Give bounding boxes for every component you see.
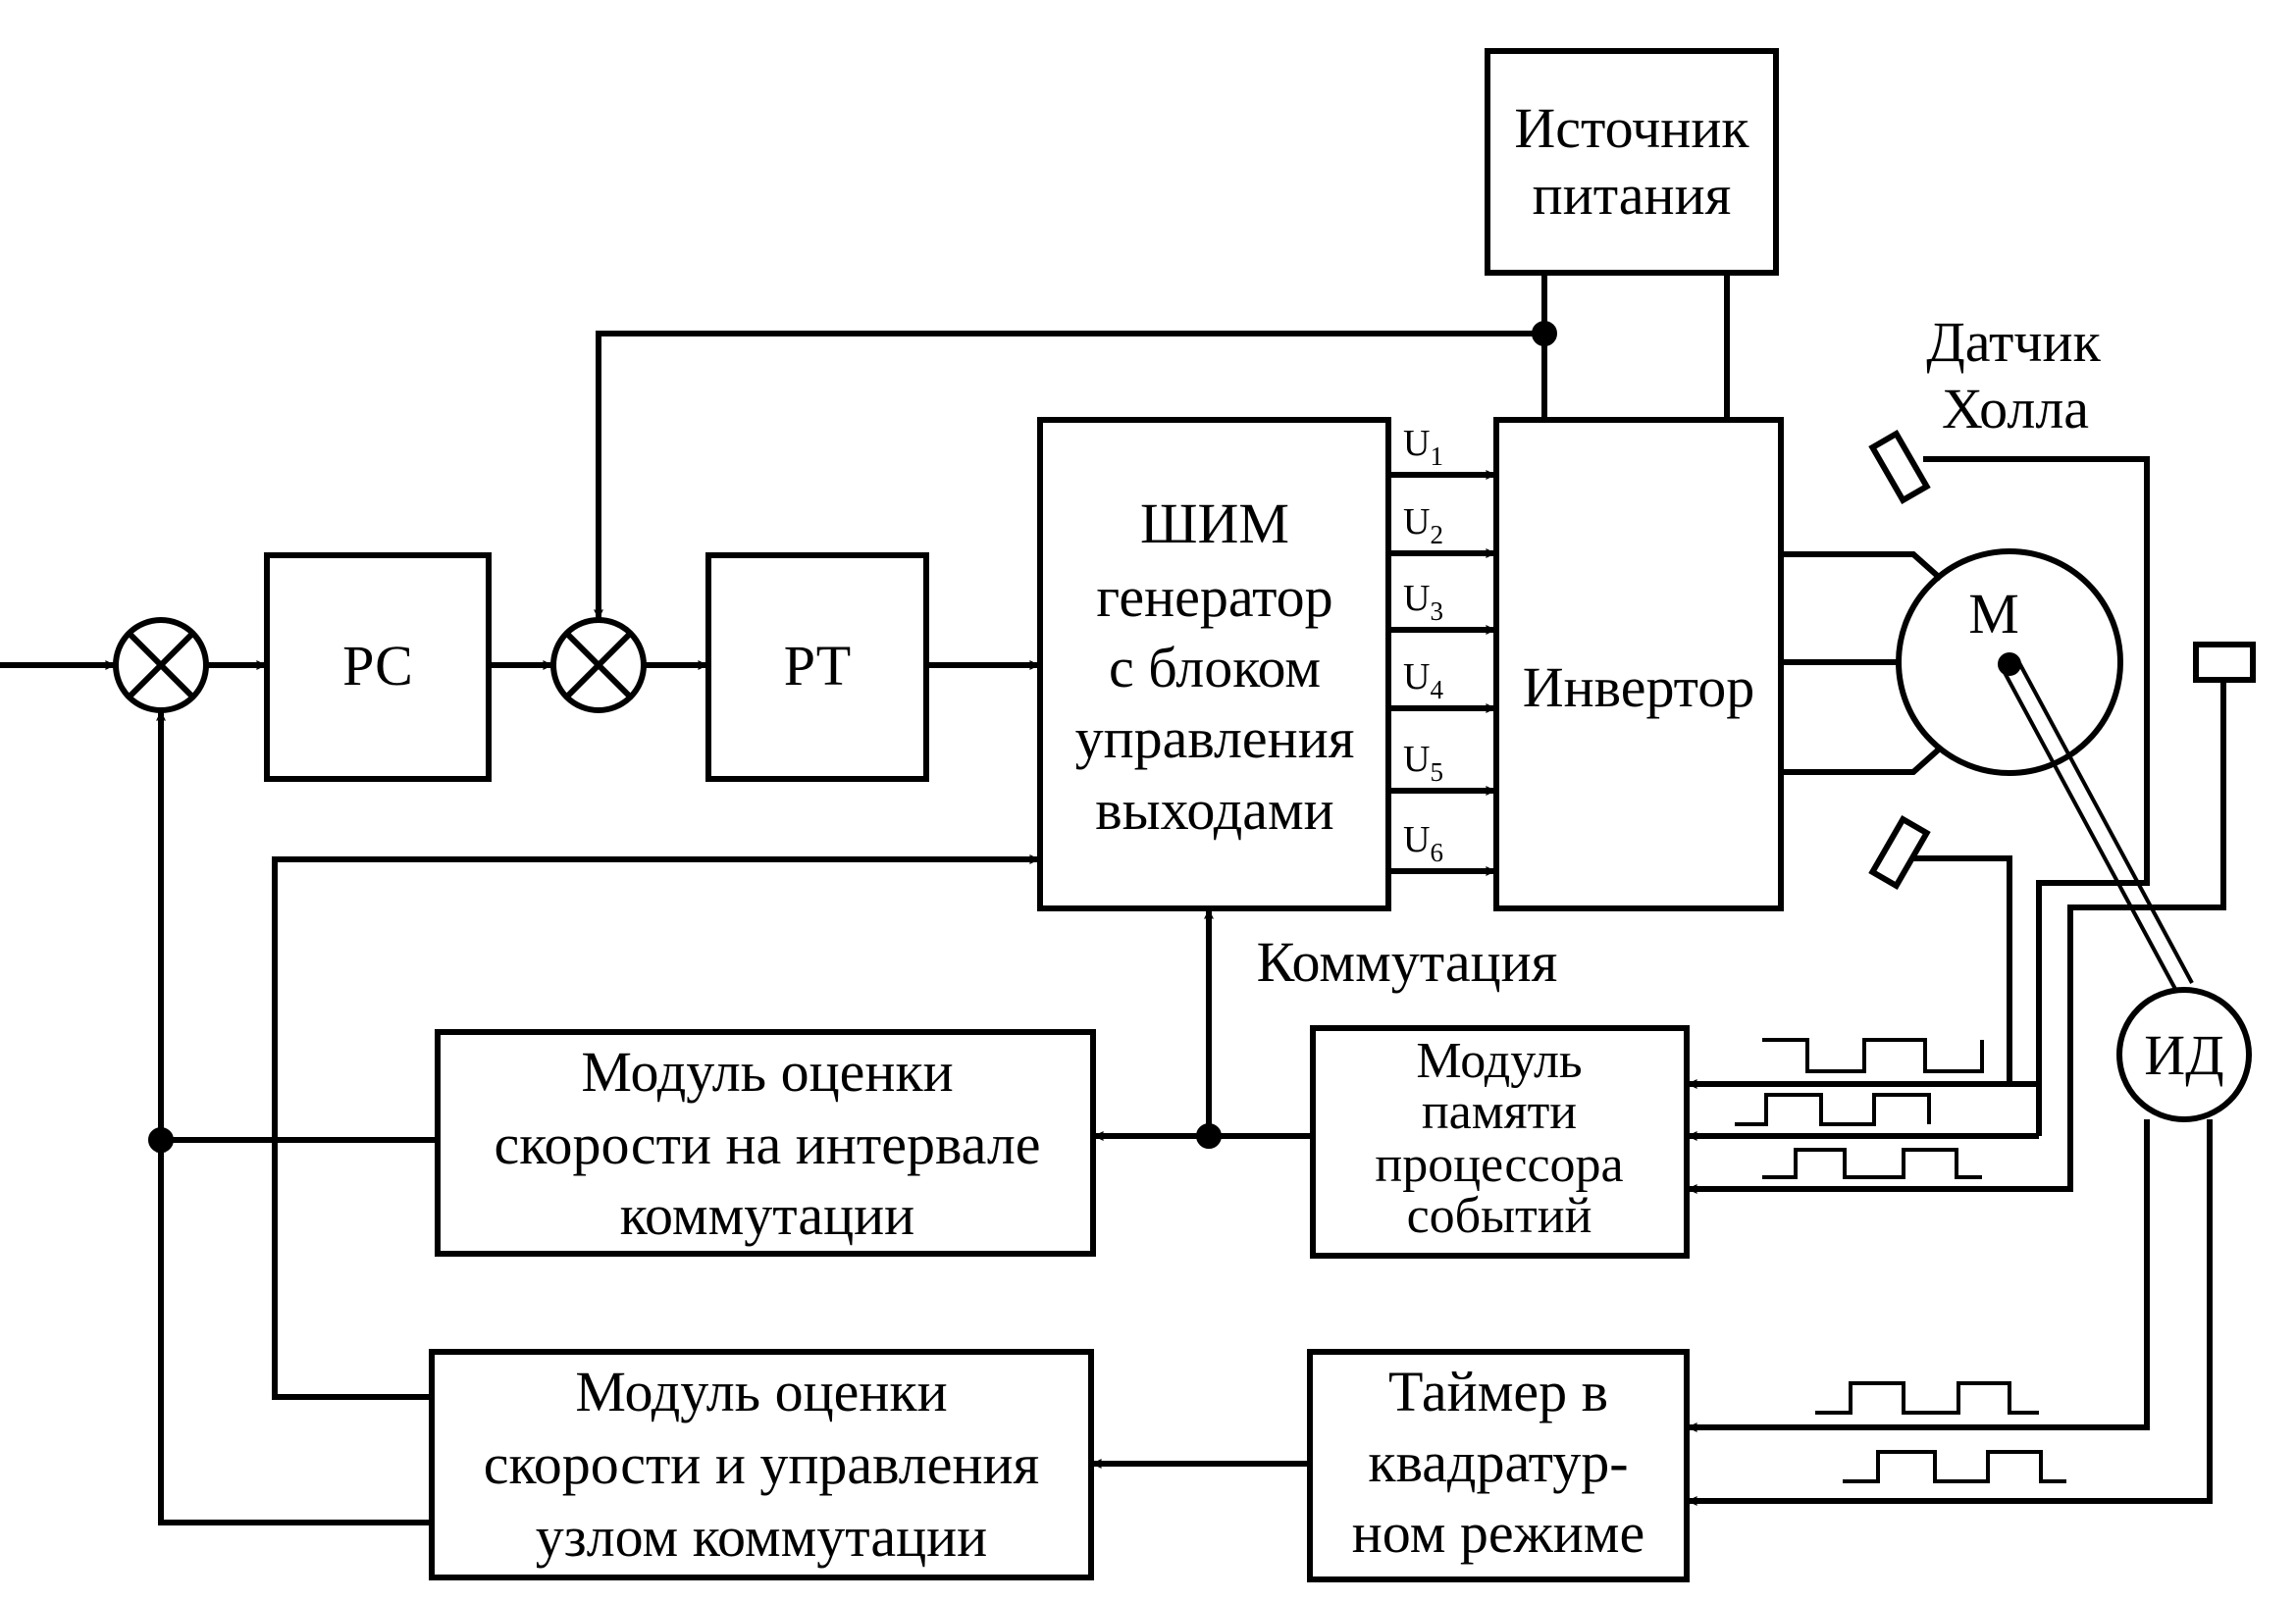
pwm-block [1037,417,1391,911]
hall-label-2: Холла [1942,377,2089,440]
hall-signal-3 [1689,680,2226,1189]
rs-label: РС [342,634,413,698]
junction-dot-feedback [148,1127,174,1153]
signal-labels: U1 U2 U3 U4 U5 U6 [1403,423,1443,867]
signal-label-u5: U5 [1403,739,1443,787]
inverter-label: Инвертор [1523,655,1755,719]
hall-sensor-right [2193,642,2256,683]
waveform-hall-2 [1735,1093,1931,1126]
capture-label-2: памяти [1422,1084,1577,1140]
speed-control-label-3: узлом коммутации [536,1505,987,1569]
capture-label-4: событий [1407,1188,1592,1244]
pwm-label-2: генератор [1096,565,1332,629]
encoder-signal-a [1689,1119,2150,1427]
pwm-label-5: выходами [1095,778,1333,842]
waveform-hall-3 [1762,1148,1982,1179]
waveform-encoder-b [1843,1450,2066,1483]
hall-sensor-bottom [1868,815,1931,890]
phase-c [1781,745,1943,775]
hall-label-1: Датчик [1926,310,2101,374]
waveform-hall-1 [1762,1038,1984,1073]
phase-a [1781,551,1943,582]
speed-interval-label-3: коммутации [620,1183,914,1247]
speed-control-block [429,1349,1094,1580]
capture-label-1: Модуль [1416,1033,1582,1089]
capture-block [1310,1025,1690,1259]
hall-sensor-top [1868,430,1931,504]
waveform-encoder-a [1815,1381,2039,1415]
timer-label-1: Таймер в [1388,1360,1608,1423]
speed-control-feedback [161,1144,432,1525]
motor-shaft [2000,658,2194,992]
pwm-label-3: с блоком [1109,636,1321,699]
signal-label-u4: U4 [1403,656,1443,704]
summing-junction-1 [113,617,209,713]
signal-label-u3: U3 [1403,578,1443,626]
timer-label-2: квадратур- [1368,1430,1628,1494]
motor-label: М [1968,582,2019,646]
speed-interval-label-2: скорости на интервале [494,1112,1040,1176]
encoder [2116,987,2252,1122]
source-block [1485,48,1779,276]
pwm-label-1: ШИМ [1140,491,1289,555]
signal-label-u6: U6 [1403,819,1443,867]
shaft-center [1998,652,2021,676]
capture-label-3: процессора [1375,1137,1623,1193]
junction-dot-top [1532,321,1557,346]
speed-control-to-pwm [272,859,1038,1400]
waveforms [1735,1038,2066,1483]
speed-interval-label-1: Модуль оценки [581,1040,953,1104]
encoder-signal-b [1689,1119,2213,1501]
signal-label-u1: U1 [1403,423,1443,471]
current-feedback [599,331,1547,618]
source-label-2: питания [1533,163,1732,227]
junction-dot-commutation [1196,1123,1222,1149]
pwm-label-4: управления [1075,706,1355,770]
source-label-1: Источник [1514,96,1749,160]
signal-label-u2: U2 [1403,501,1443,549]
rt-label: РТ [784,634,851,698]
timer-label-3: ном режиме [1352,1501,1644,1565]
speed-control-label-2: скорости и управления [484,1432,1039,1496]
encoder-label: ИД [2144,1023,2223,1087]
speed-control-label-1: Модуль оценки [575,1360,947,1423]
commutation-label: Коммутация [1257,930,1558,994]
summing-junction-2 [550,617,647,713]
hall-signal-2 [1913,855,2012,1084]
